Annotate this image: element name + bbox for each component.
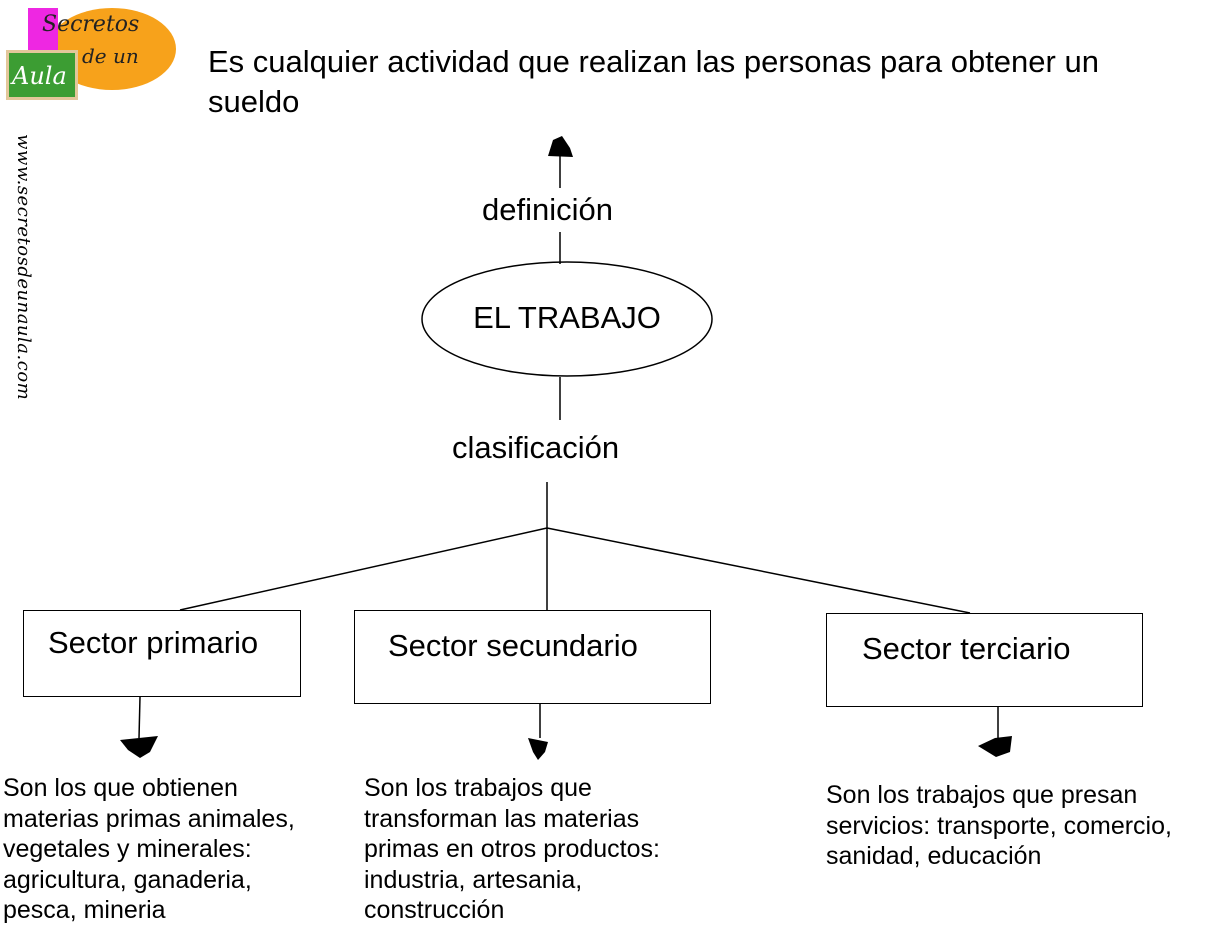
classification-label: clasificación [452,430,620,465]
center-title: EL TRABAJO [473,300,661,335]
logo-pink-shape [28,8,58,58]
sector-secondary-title: Sector secundario [388,628,638,663]
branch-primary-line [179,527,548,611]
branch-tertiary-line [546,527,971,614]
website-url: www.secretosdeunaula.com [13,134,34,401]
primary-arrowhead-icon [120,736,158,758]
sector-tertiary-box: Sector terciario [826,613,1143,707]
logo: Secretos de un Aula [0,0,180,110]
secondary-arrowhead-icon [528,738,548,760]
logo-text-line2: de un [82,44,139,68]
sector-secondary-description: Son los trabajos que transforman las mat… [364,774,660,924]
logo-text-line3: Aula [12,62,67,90]
sector-tertiary-description: Son los trabajos que presan servicios: t… [826,781,1172,870]
tertiary-arrowhead-icon [978,736,1012,757]
definition-text: Es cualquier actividad que realizan las … [208,44,1099,119]
sector-primary-box: Sector primario [23,610,301,697]
sector-secondary-box: Sector secundario [354,610,711,704]
logo-chalkboard [6,50,78,100]
sector-tertiary-title: Sector terciario [862,631,1071,666]
center-ellipse [421,261,713,377]
up-arrow-icon [548,136,573,157]
sector-primary-title: Sector primario [48,625,259,660]
primary-down-line [138,696,141,739]
sector-primary-description: Son los que obtienen materias primas ani… [3,774,295,924]
definition-label: definición [482,192,613,227]
logo-text-line1: Secretos [42,12,140,37]
